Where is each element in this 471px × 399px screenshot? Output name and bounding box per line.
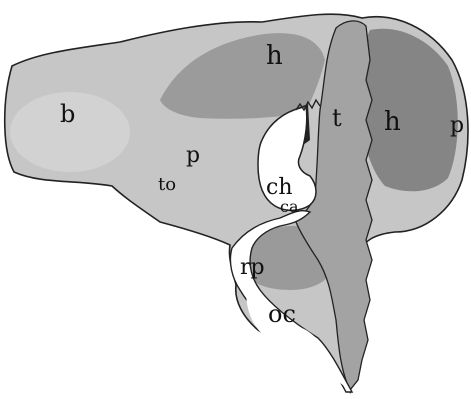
label-oc: oc <box>268 300 296 328</box>
label-to: to <box>158 174 176 195</box>
label-rp: rp <box>240 255 265 280</box>
label-b: b <box>60 100 75 128</box>
label-t: t <box>332 104 342 132</box>
label-h-right: h <box>384 107 401 137</box>
label-p-left: p <box>186 143 200 168</box>
label-p-right: p <box>450 113 464 138</box>
label-ca: ca <box>280 197 299 216</box>
label-h-left: h <box>266 41 283 71</box>
